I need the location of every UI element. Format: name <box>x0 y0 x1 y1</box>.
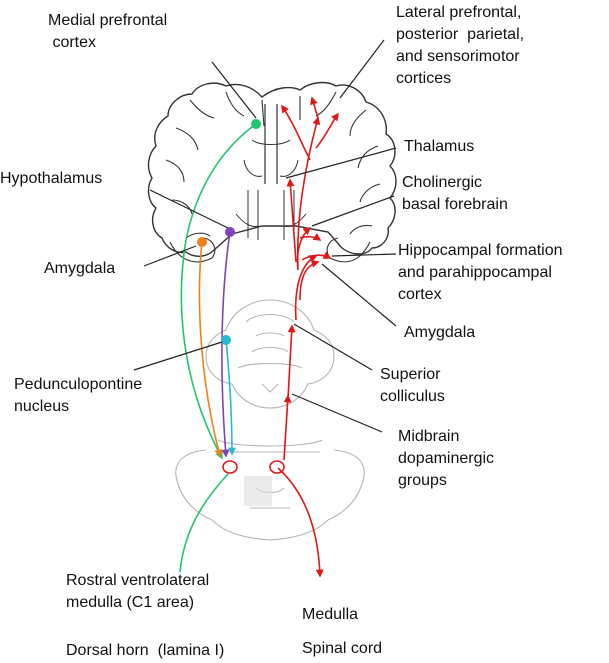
ascending-red-pathways <box>277 96 339 578</box>
label-hippocampal-formation: Hippocampal formation and parahippocampa… <box>398 242 563 303</box>
thalamus-pathway <box>286 178 297 263</box>
label-rostral-ventrolateral-medulla: Rostral ventrolateral medulla (C1 area) <box>66 572 210 611</box>
cortex-pathway-main <box>296 116 321 269</box>
label-cholinergic-basal-forebrain: Cholinergic basal forebrain <box>402 174 508 213</box>
descending-pathways <box>179 123 257 573</box>
ppn-dot <box>221 335 231 345</box>
leader-hypothalamus <box>149 189 229 229</box>
amygdala-dot <box>197 237 207 247</box>
colliculus-pathway <box>287 324 296 399</box>
medulla-red-ring <box>269 460 285 474</box>
label-spinal-cord: Spinal cord <box>302 640 383 657</box>
spinal-cord-pathway <box>277 467 324 578</box>
leader-superior-colliculus <box>293 323 373 371</box>
leader-cholinergic <box>311 195 395 227</box>
cerebrum-outline <box>147 81 397 257</box>
leader-medial-prefrontal <box>211 61 257 119</box>
leader-lines <box>133 39 397 433</box>
label-medulla: Medulla <box>302 606 359 623</box>
sulci <box>165 91 381 239</box>
basal-forebrain-pathway <box>296 226 312 271</box>
mpfc-pathway <box>180 123 257 460</box>
mpfc-dot <box>251 119 261 129</box>
label-amygdala-left: Amygdala <box>44 260 116 277</box>
label-midbrain-dopaminergic-groups: Midbrain dopaminergic groups <box>398 428 495 489</box>
cortex-pathway-right <box>315 112 339 149</box>
label-amygdala-right: Amygdala <box>404 324 476 341</box>
cortex-pathway-left <box>281 104 311 161</box>
midbrain-section <box>205 299 335 409</box>
ventricles <box>235 139 307 240</box>
amygdala-pathway <box>198 241 223 458</box>
leader-lateral-prefrontal <box>339 39 385 99</box>
rvlm-red-ring <box>222 460 238 474</box>
leader-pedunculopontine <box>133 341 223 371</box>
label-medial-prefrontal-cortex: Medial prefrontal cortex <box>48 12 168 51</box>
coronal-brain-section <box>147 81 397 263</box>
leader-midbrain-dopaminergic <box>291 393 383 433</box>
leader-thalamus <box>285 147 397 179</box>
label-superior-colliculus: Superior colliculus <box>380 366 445 405</box>
label-thalamus: Thalamus <box>404 138 475 155</box>
leader-hippocampal <box>331 253 397 257</box>
label-lateral-prefrontal-cortices: Lateral prefrontal, posterior parietal, … <box>396 4 525 87</box>
leader-amygdala-left <box>143 245 197 267</box>
ppn-pathway <box>225 339 236 456</box>
forebrain-branch <box>299 233 322 241</box>
cortex-pathway-upper <box>310 96 319 119</box>
rvlm-spinal-pathway <box>179 473 229 573</box>
amygdala-r-pathway <box>299 259 320 301</box>
label-pedunculopontine-nucleus: Pedunculopontine nucleus <box>14 376 143 415</box>
dopaminergic-pathway <box>283 394 292 461</box>
hippocampal-pathway <box>294 255 318 321</box>
label-hypothalamus: Hypothalamus <box>0 170 103 187</box>
hippocampal-branch <box>301 251 332 261</box>
leader-amygdala-right <box>321 263 397 327</box>
medulla-section <box>175 439 365 541</box>
label-dorsal-horn: Dorsal horn (lamina I) <box>66 642 225 659</box>
hypothalamus-dot <box>225 227 235 237</box>
